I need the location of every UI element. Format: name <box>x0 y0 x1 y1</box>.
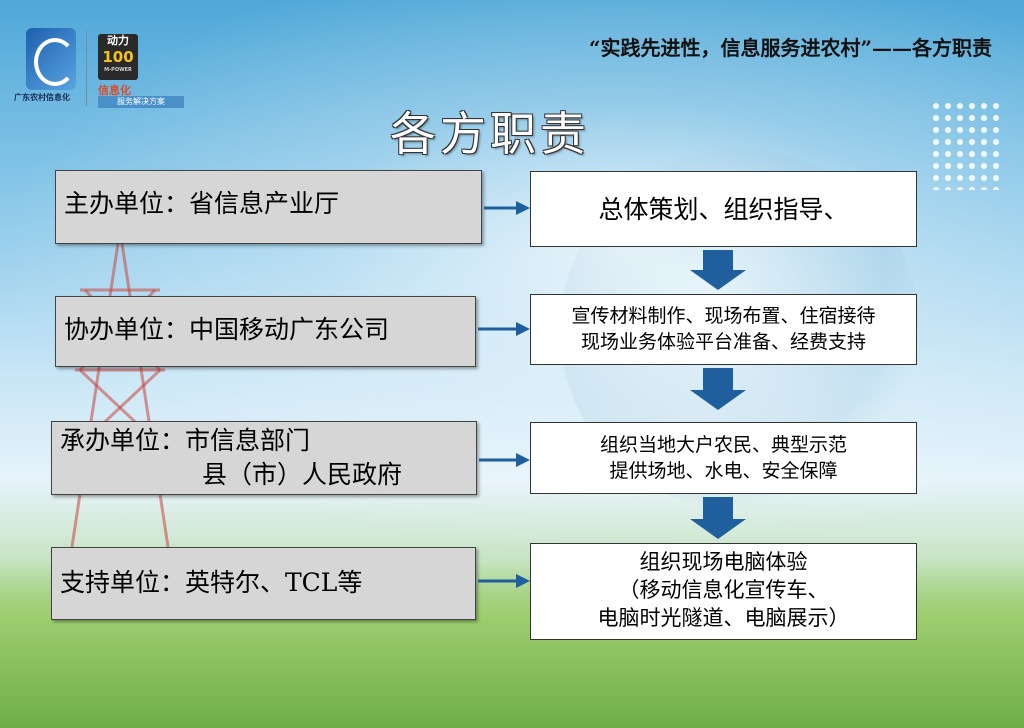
pixel-decoration <box>930 100 1000 190</box>
rural-informatization-logo-icon <box>26 28 76 90</box>
unit-label: 主办单位：省信息产业厅 <box>64 189 340 218</box>
duty-text: 总体策划、组织指导、 <box>598 195 849 224</box>
duty-text-line: 提供场地、水电、安全保障 <box>609 460 838 482</box>
logo-org-name: 广东农村信息化 <box>14 93 70 102</box>
duty-text-line: 电脑时光隧道、电脑展示） <box>597 606 850 630</box>
arrow-right-icon <box>484 201 530 215</box>
badge-top-text: 动力 <box>107 34 129 47</box>
duty-text-line: 宣传材料制作、现场布置、住宿接待 <box>571 305 876 327</box>
badge-small-text: M-POWER <box>104 67 132 73</box>
slide-header: “实践先进性，信息服务进农村”——各方职责 <box>588 36 992 60</box>
duty-box-host: 总体策划、组织指导、 <box>530 171 917 247</box>
unit-label: 协办单位：中国移动广东公司 <box>64 315 390 344</box>
unit-box-co-host: 协办单位：中国移动广东公司 <box>55 296 476 367</box>
unit-label: 支持单位：英特尔、TCL等 <box>60 568 363 597</box>
arrow-down-icon <box>690 250 746 290</box>
badge-title: 信息化 <box>98 84 131 97</box>
arrow-right-icon <box>478 322 530 336</box>
duty-text-line: 现场业务体验平台准备、经费支持 <box>580 331 866 353</box>
duty-text-line: 组织现场电脑体验 <box>639 550 808 574</box>
unit-box-organizer: 承办单位：市信息部门 县（市）人民政府 <box>51 421 477 495</box>
duty-box-organizer: 组织当地大户农民、典型示范 提供场地、水电、安全保障 <box>530 422 917 494</box>
mpower-badge: 动力 100 M-POWER <box>98 34 138 80</box>
arrow-down-icon <box>690 368 746 410</box>
badge-bar-text: 服务解决方案 <box>98 96 184 108</box>
unit-box-host: 主办单位：省信息产业厅 <box>55 170 482 244</box>
page-title: 各方职责 <box>390 107 590 161</box>
duty-text-line: 组织当地大户农民、典型示范 <box>599 434 847 456</box>
badge-number: 100 <box>102 48 134 66</box>
arrow-down-icon <box>690 497 746 539</box>
duty-text-line: （移动信息化宣传车、 <box>618 578 829 602</box>
arrow-right-icon <box>479 453 530 467</box>
unit-box-supporter: 支持单位：英特尔、TCL等 <box>51 547 476 620</box>
unit-label-second-line: 县（市）人民政府 <box>202 460 403 489</box>
logo-divider <box>86 30 87 106</box>
logo-group: 广东农村信息化 动力 100 M-POWER 信息化 服务解决方案 <box>14 28 184 112</box>
unit-label: 承办单位：市信息部门 <box>60 426 311 455</box>
duty-box-co-host: 宣传材料制作、现场布置、住宿接待 现场业务体验平台准备、经费支持 <box>530 294 917 365</box>
duty-box-supporter: 组织现场电脑体验 （移动信息化宣传车、 电脑时光隧道、电脑展示） <box>530 543 917 640</box>
transmission-tower-icon <box>68 230 172 560</box>
arrow-right-icon <box>478 574 530 588</box>
